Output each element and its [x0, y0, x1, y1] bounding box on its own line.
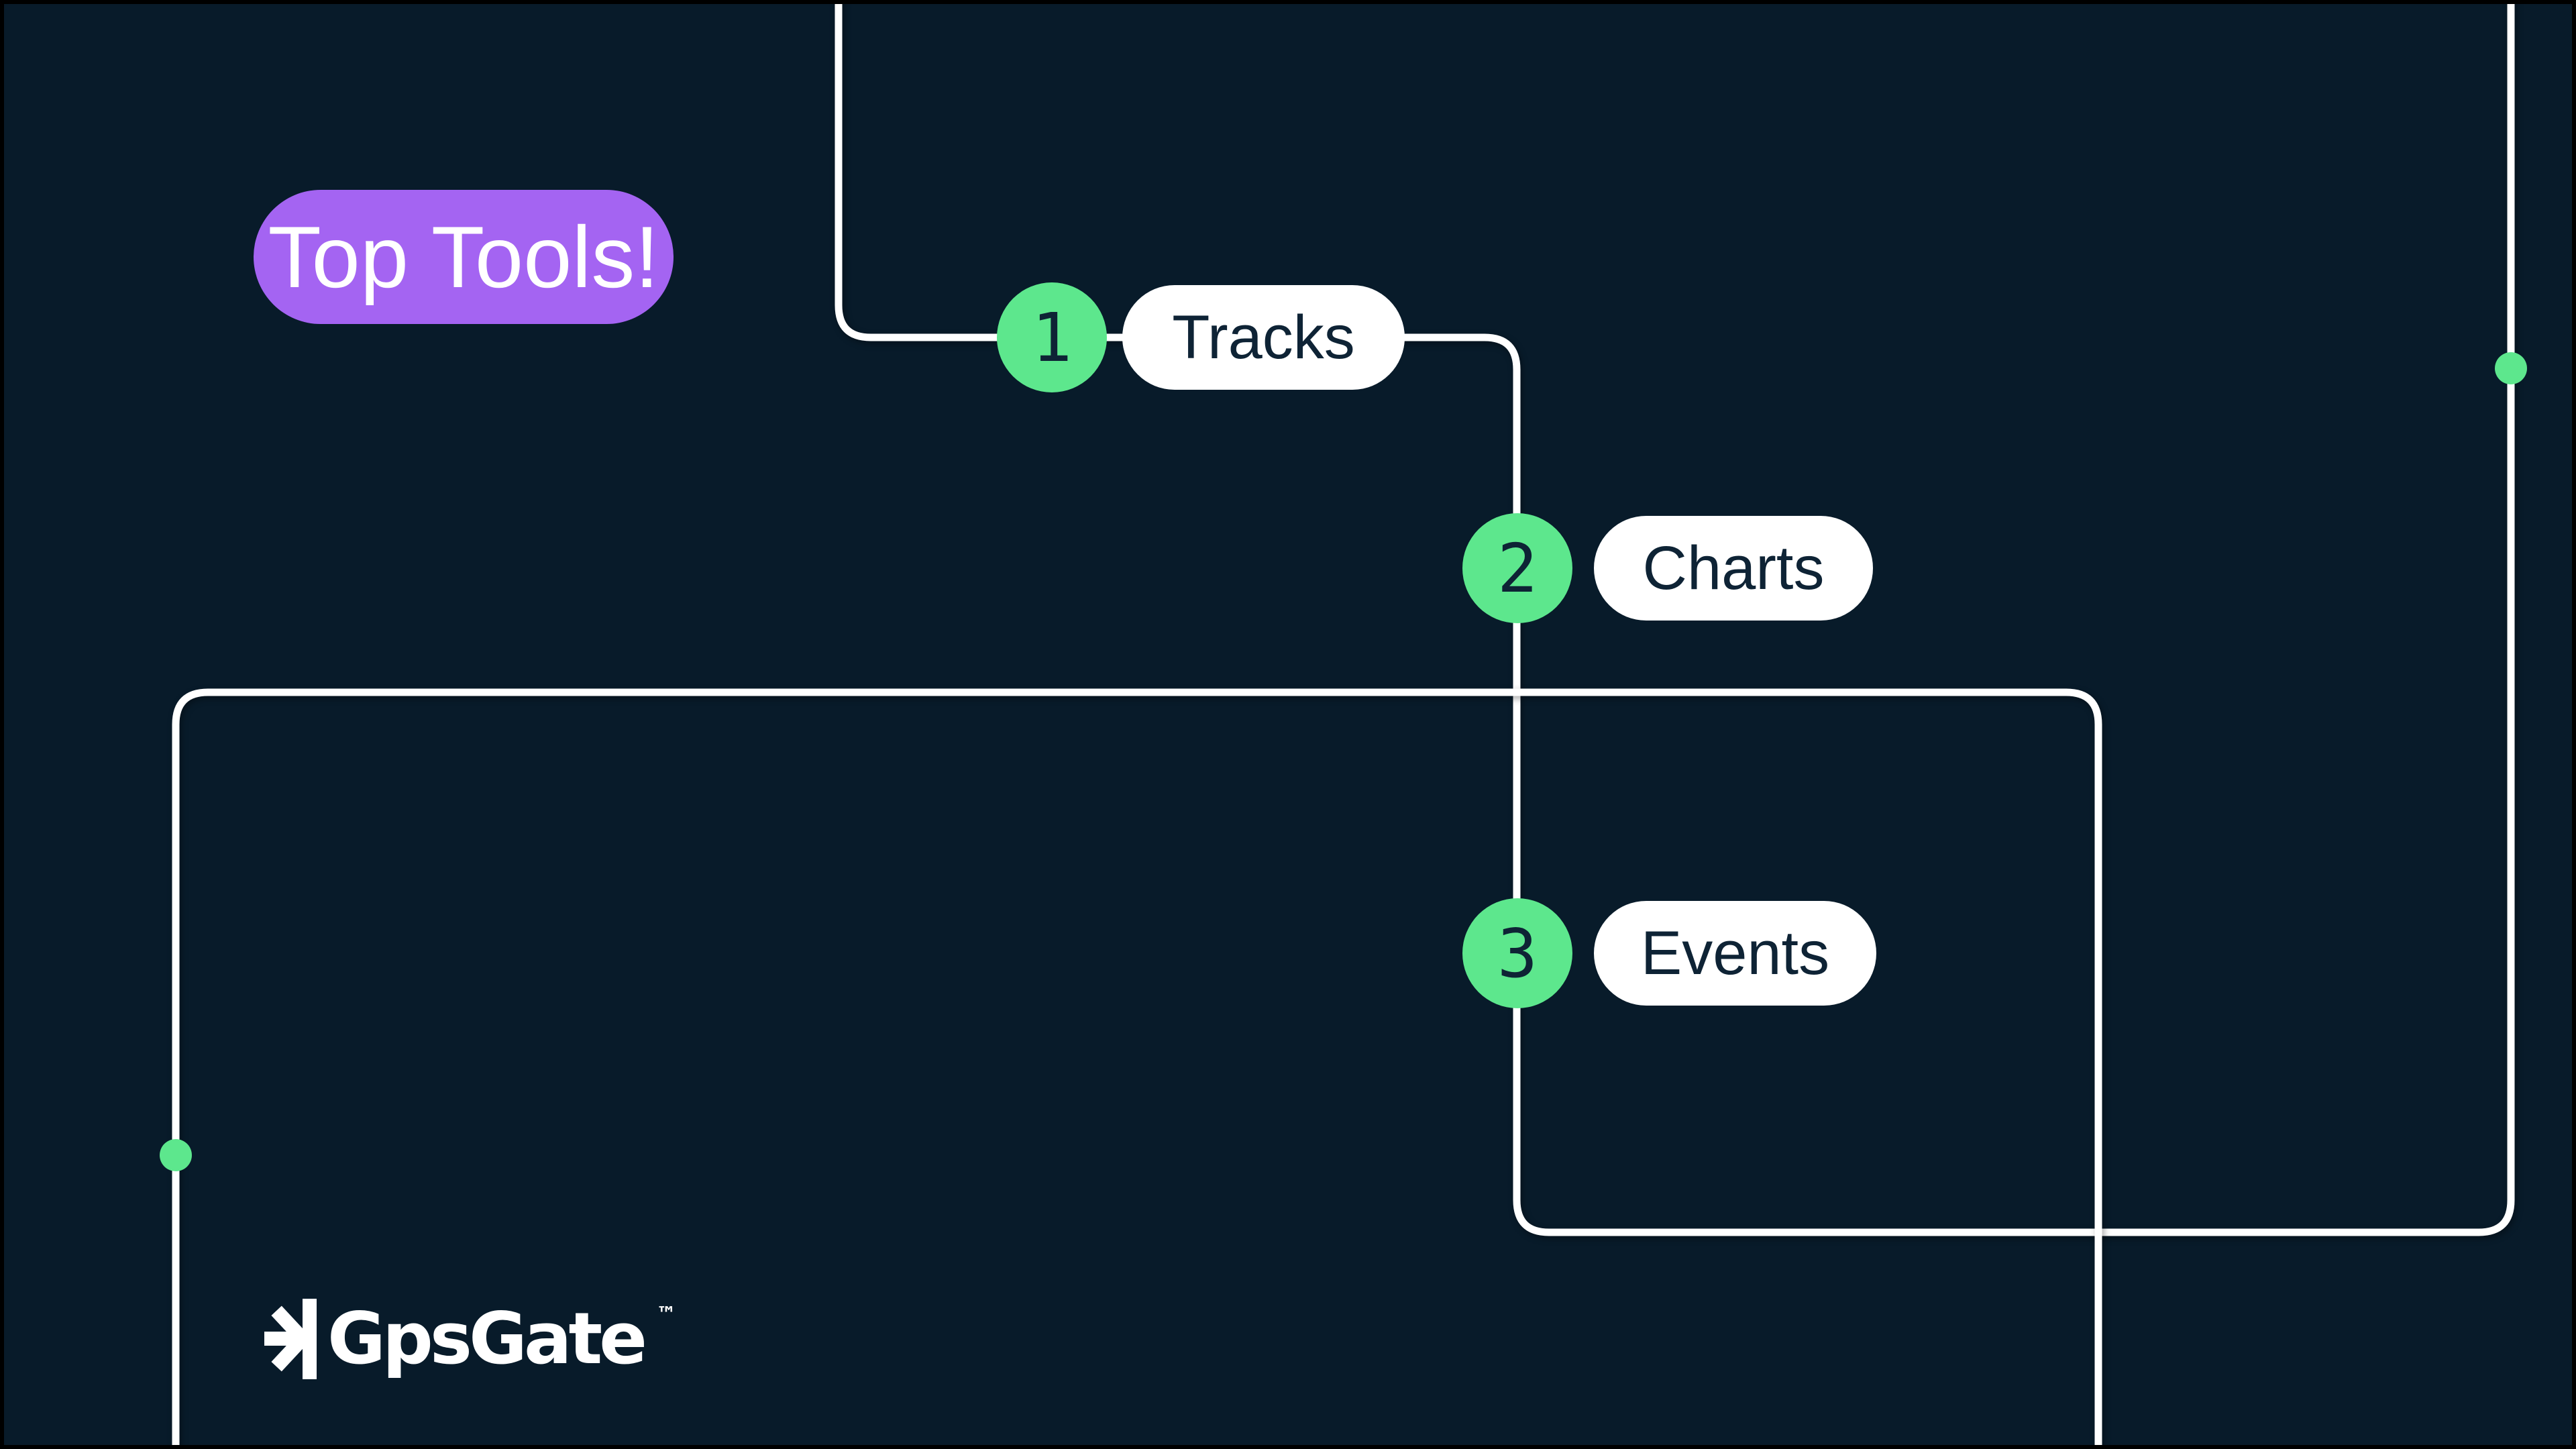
step-label-events: Events [1640, 918, 1830, 987]
step-pill-tracks: Tracks [1122, 285, 1405, 390]
gpsgate-half-asterisk-icon [264, 1299, 317, 1379]
route-dot-left [160, 1139, 192, 1171]
title-badge-label: Top Tools! [268, 208, 659, 306]
step-circle-2: 2 [1462, 513, 1572, 623]
step-label-charts: Charts [1642, 533, 1825, 602]
gpsgate-wordmark: GpsGate [327, 1297, 647, 1380]
route-line-secondary [172, 688, 2102, 1449]
title-badge: Top Tools! [254, 190, 674, 324]
route-line-main [835, 0, 2515, 1236]
gpsgate-logo: GpsGate ™ [264, 1299, 676, 1379]
step-pill-events: Events [1594, 901, 1876, 1006]
step-pill-charts: Charts [1594, 516, 1873, 621]
step-circle-3: 3 [1462, 898, 1572, 1008]
step-number-2: 2 [1497, 529, 1538, 608]
step-circle-1: 1 [997, 282, 1107, 392]
step-number-1: 1 [1031, 298, 1073, 377]
step-number-3: 3 [1497, 914, 1538, 993]
trademark-symbol: ™ [656, 1303, 677, 1326]
route-dot-right [2495, 352, 2527, 384]
step-label-tracks: Tracks [1172, 303, 1355, 372]
